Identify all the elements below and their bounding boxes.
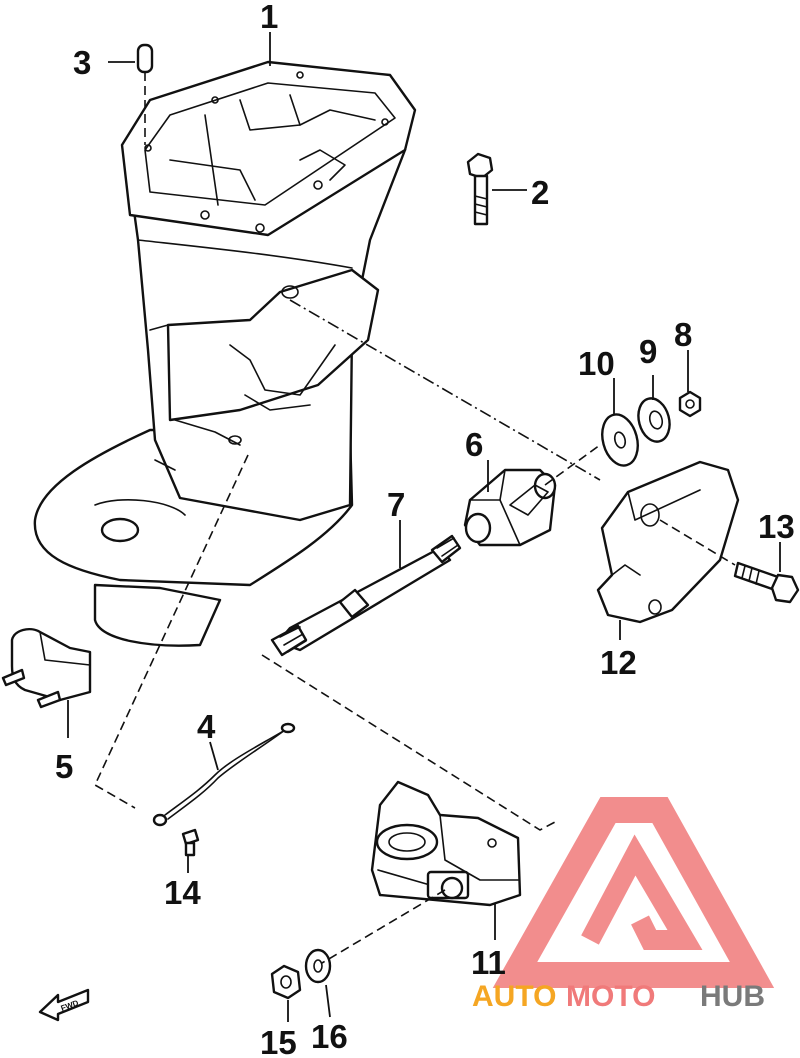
hex-nut-mount	[678, 390, 702, 418]
callout-15: 15	[260, 1024, 297, 1058]
flange-inner-frame	[144, 82, 396, 206]
callout-14: 14	[164, 874, 201, 911]
callout-7: 7	[387, 486, 405, 523]
side-opening	[166, 268, 380, 422]
washer-large	[601, 413, 639, 467]
callout-11: 11	[471, 944, 506, 981]
callout-13: 13	[758, 508, 795, 545]
mount-cover	[596, 460, 740, 624]
logo-triangle	[492, 797, 775, 988]
ground-screw	[181, 828, 200, 857]
callout-12: 12	[600, 644, 637, 681]
callout-16: 16	[311, 1018, 348, 1055]
ground-wire	[152, 722, 296, 827]
housing-skirt	[93, 583, 222, 647]
callout-9: 9	[639, 333, 657, 370]
callout-3: 3	[73, 44, 91, 81]
callout-6: 6	[465, 426, 483, 463]
dowel-pin	[136, 43, 154, 74]
forward-direction-arrow: FWD	[38, 988, 90, 1022]
callout-numbers: 1 2 3 4 5 6 7 8 9 10 11 12 13 14 15 16	[55, 0, 795, 1058]
watermark-hub: HUB	[700, 980, 765, 1013]
flat-washer-lower	[304, 948, 332, 984]
callout-2: 2	[531, 174, 549, 211]
shift-shaft	[270, 534, 462, 657]
cover-bolt	[733, 561, 800, 604]
housing-bolt	[466, 152, 494, 226]
callout-5: 5	[55, 748, 73, 785]
top-flange	[120, 60, 417, 237]
watermark-moto: MOTO	[566, 980, 655, 1013]
watermark-auto: AUTO	[472, 980, 556, 1013]
upper-mount	[463, 468, 557, 547]
callout-8: 8	[674, 316, 692, 353]
leader-lines	[67, 32, 781, 1022]
watermark-logo	[492, 797, 775, 988]
lower-mount-bracket	[370, 780, 522, 907]
callout-4: 4	[197, 708, 216, 745]
watermark-text: AUTO MOTO HUB	[472, 980, 765, 1013]
rubber-grommet	[1, 628, 92, 709]
drive-shaft-housing	[33, 60, 417, 647]
assembly-lines	[93, 72, 736, 964]
washer	[637, 397, 671, 443]
plate-hole	[100, 517, 140, 543]
callout-10: 10	[578, 345, 615, 382]
callout-1: 1	[260, 0, 278, 35]
logo-inner-mark	[581, 834, 703, 950]
hex-nut-lower	[270, 964, 302, 1000]
